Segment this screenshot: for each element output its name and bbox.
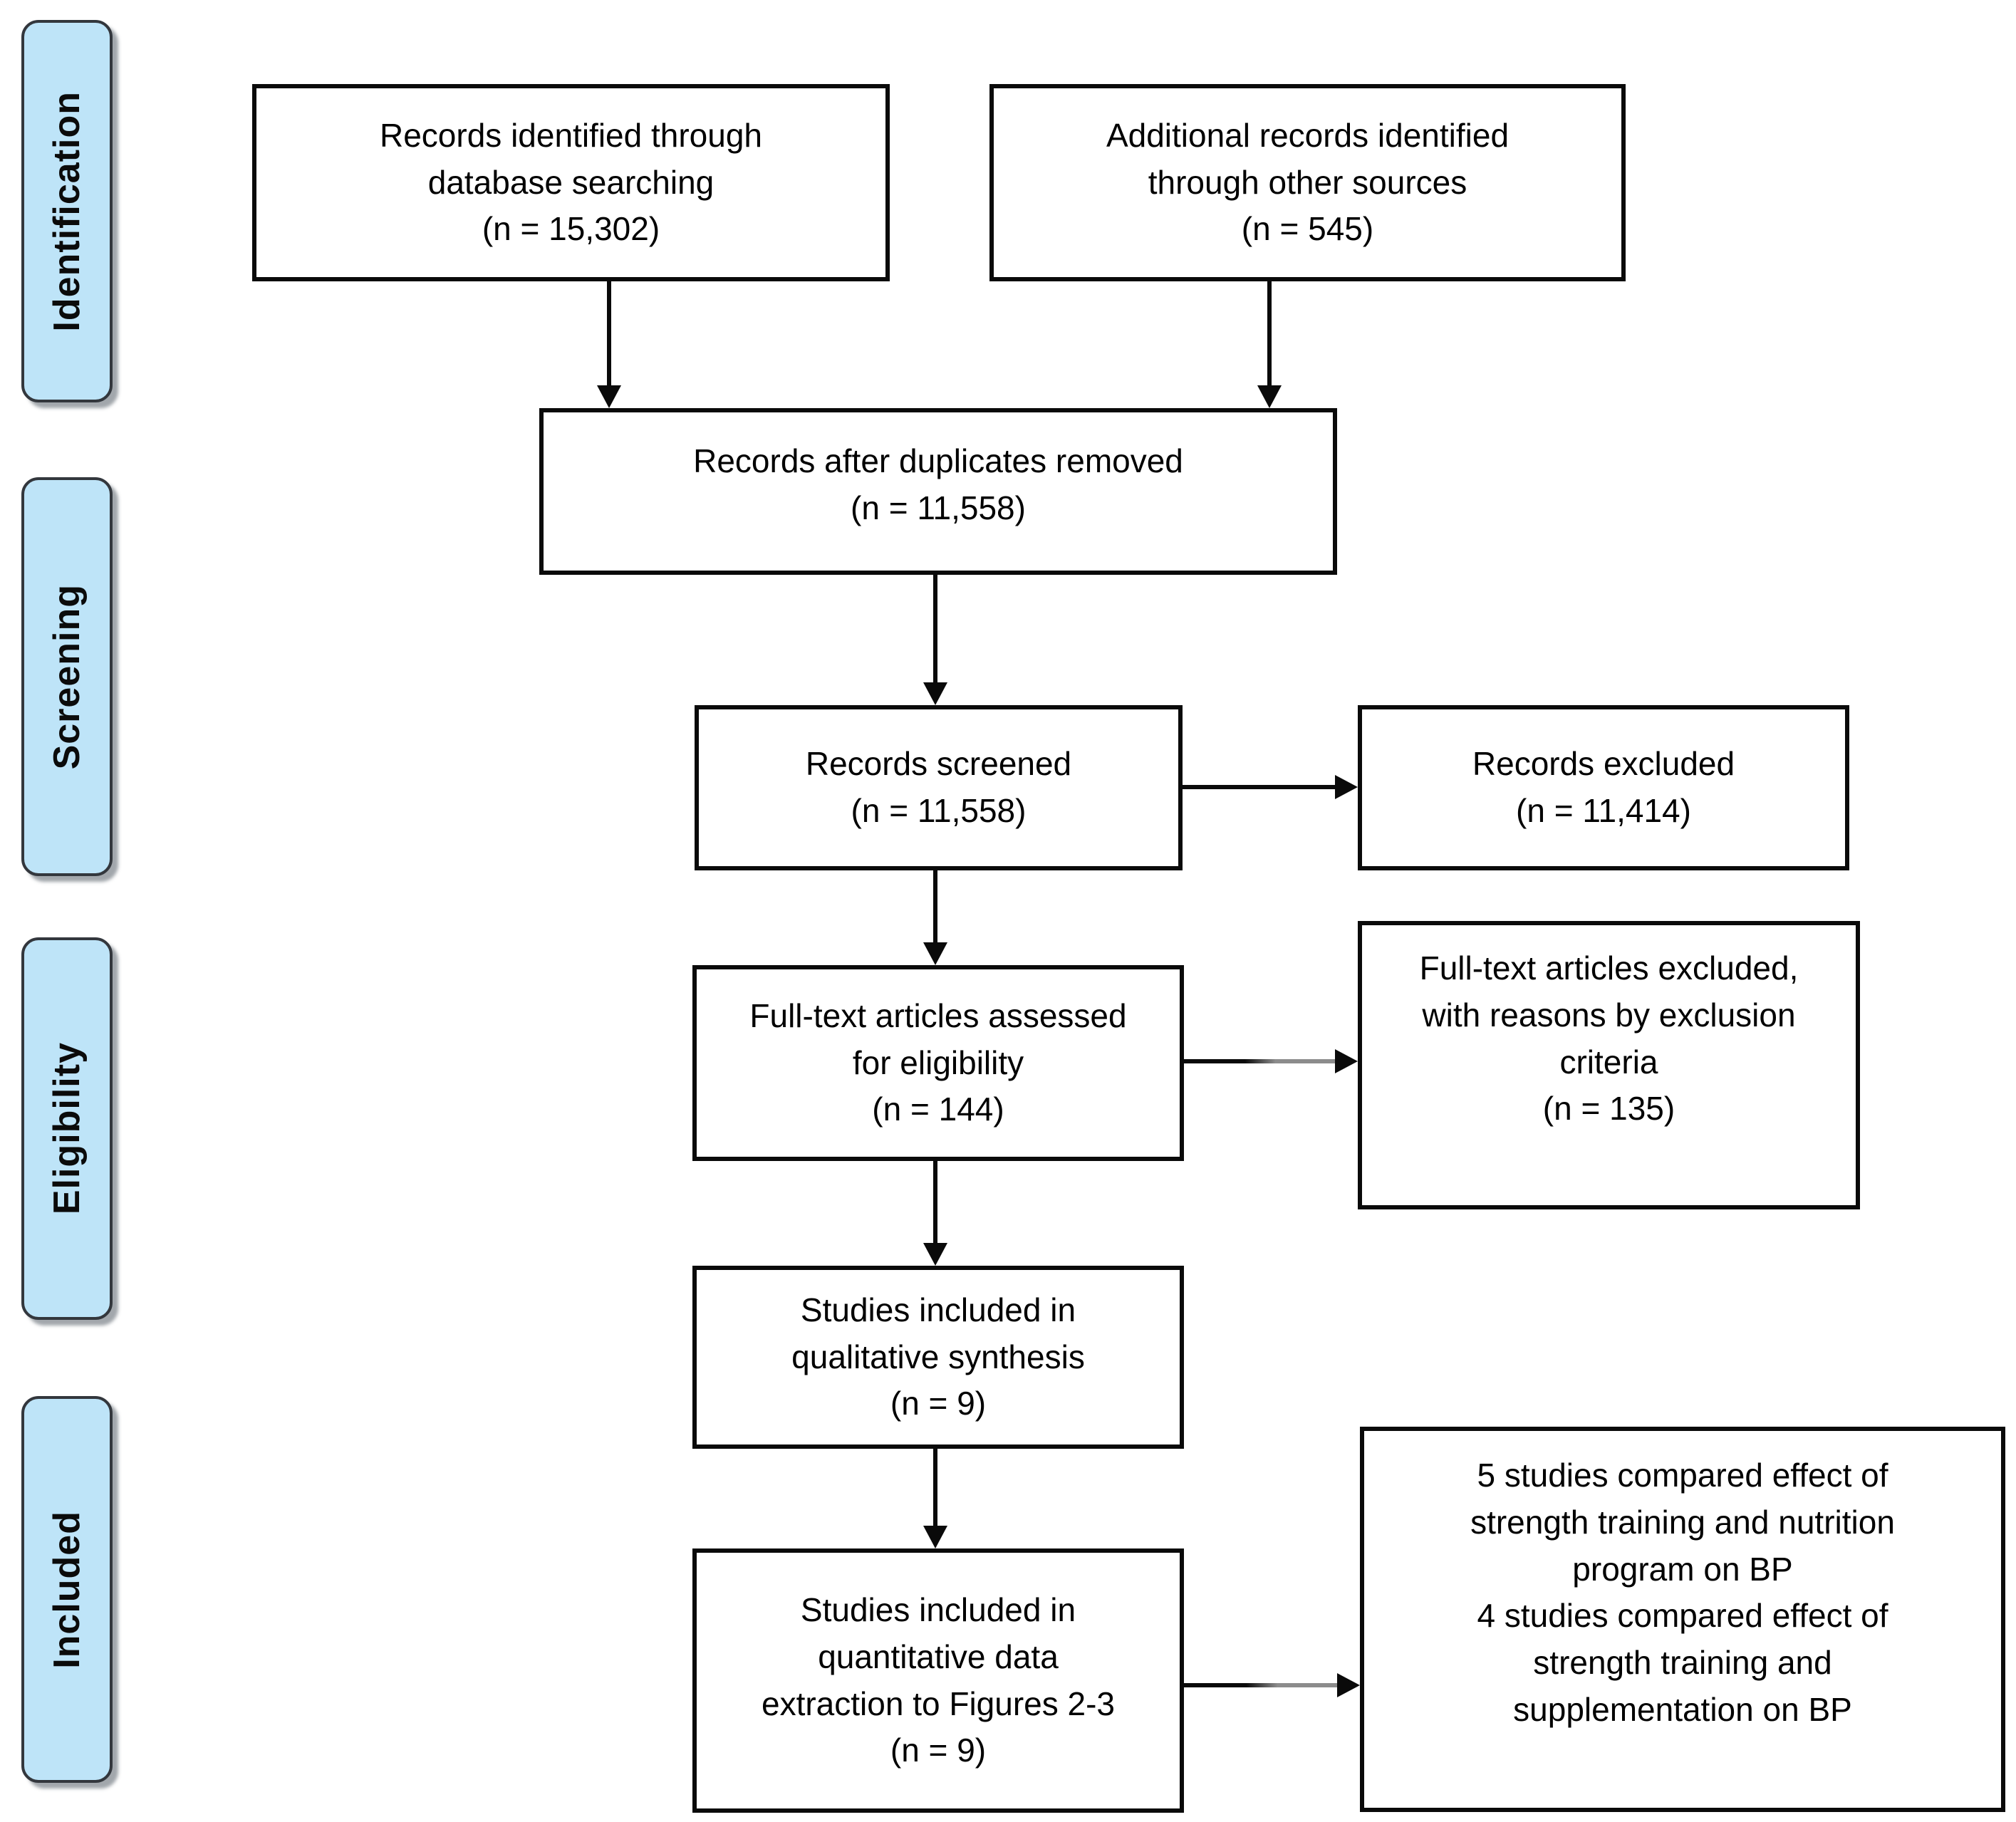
stage-screening-label: Screening: [46, 583, 88, 770]
connector-assessed-to-fulltext-excluded-line: [1184, 1059, 1336, 1063]
connector-assessed-to-fulltext-excluded-arrowhead-icon: [1335, 1049, 1358, 1073]
node-duplicates-removed: Records after duplicates removed (n = 11…: [539, 408, 1337, 575]
connector-screened-to-excluded-arrowhead-icon: [1335, 775, 1358, 799]
connector-qualitative-to-quantitative-arrowhead-icon: [923, 1526, 947, 1548]
connector-qualitative-to-quantitative-line: [933, 1449, 937, 1529]
node-records-screened: Records screened (n = 11,558): [695, 705, 1183, 870]
node-comparison-summary: 5 studies compared effect of strength tr…: [1360, 1427, 2005, 1812]
node-fulltext-assessed: Full-text articles assessed for eligibil…: [692, 965, 1184, 1161]
stage-included: Included: [21, 1396, 113, 1783]
connector-screened-to-assessed-arrowhead-icon: [923, 942, 947, 965]
connector-assessed-to-qualitative-arrowhead-icon: [923, 1243, 947, 1266]
stage-identification-label: Identification: [46, 90, 88, 332]
node-qualitative-synthesis: Studies included in qualitative synthesi…: [692, 1266, 1184, 1449]
connector-screened-to-assessed-line: [933, 870, 937, 945]
node-quantitative-extraction: Studies included in quantitative data ex…: [692, 1548, 1184, 1813]
connector-additional-to-duplicates-arrowhead-icon: [1257, 385, 1282, 408]
connector-duplicates-to-screened-line: [933, 575, 937, 685]
stage-identification: Identification: [21, 20, 113, 402]
connector-additional-to-duplicates-line: [1267, 281, 1272, 388]
stage-screening: Screening: [21, 477, 113, 876]
stage-eligibility-label: Eligibility: [46, 1042, 88, 1215]
stage-eligibility: Eligibility: [21, 937, 113, 1320]
node-fulltext-excluded: Full-text articles excluded, with reason…: [1358, 921, 1860, 1209]
node-additional-records: Additional records identified through ot…: [989, 84, 1626, 281]
connector-quantitative-to-summary-line: [1184, 1683, 1340, 1687]
connector-identified-to-duplicates-arrowhead-icon: [597, 385, 621, 408]
connector-identified-to-duplicates-line: [607, 281, 611, 388]
connector-quantitative-to-summary-arrowhead-icon: [1337, 1673, 1360, 1697]
connector-duplicates-to-screened-arrowhead-icon: [923, 682, 947, 705]
connector-assessed-to-qualitative-line: [933, 1161, 937, 1246]
connector-screened-to-excluded-line: [1183, 785, 1338, 789]
node-records-excluded: Records excluded (n = 11,414): [1358, 705, 1849, 870]
node-records-identified: Records identified through database sear…: [252, 84, 890, 281]
stage-included-label: Included: [46, 1510, 88, 1669]
